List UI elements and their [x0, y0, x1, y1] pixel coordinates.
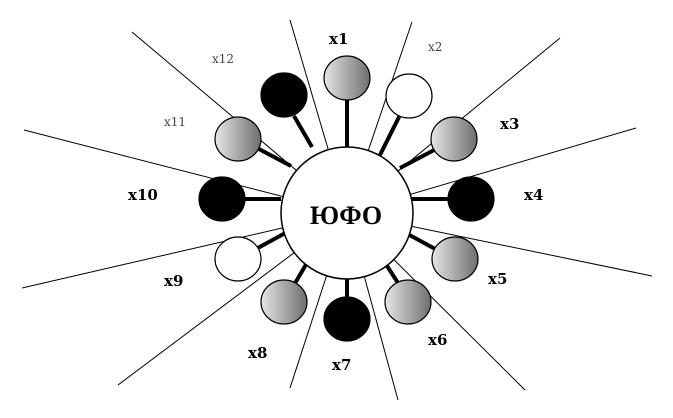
- spoke-x2: [378, 114, 402, 156]
- label-x8: x8: [248, 344, 267, 362]
- label-x1: x1: [329, 30, 348, 48]
- nodes: [198, 55, 495, 342]
- spokes: [245, 100, 450, 298]
- spoke-x9: [255, 229, 290, 251]
- spoke-x3: [399, 146, 439, 170]
- node-labels: x1 x2 x3 x4 x5 x6 x7 x8 x9 x10 x11 x12: [128, 30, 543, 374]
- node-x8: [260, 279, 308, 325]
- node-x9: [214, 236, 262, 282]
- label-x10: x10: [128, 186, 158, 204]
- node-x11: [214, 116, 262, 162]
- label-x11: x11: [164, 115, 186, 129]
- node-x12: [260, 72, 308, 118]
- node-x5: [431, 236, 479, 282]
- node-x2: [385, 73, 433, 119]
- label-x2: x2: [428, 40, 442, 54]
- spoke-x11: [256, 146, 292, 168]
- node-x10: [198, 176, 246, 222]
- label-x6: x6: [428, 331, 447, 349]
- label-x7: x7: [332, 356, 351, 374]
- node-x6: [384, 279, 432, 325]
- hub: ЮФО: [280, 146, 414, 280]
- label-x3: x3: [500, 115, 519, 133]
- hub-circle: [280, 146, 414, 280]
- label-x12: x12: [212, 52, 234, 66]
- node-x7: [323, 296, 371, 342]
- label-x5: x5: [488, 270, 507, 288]
- node-x1: [323, 55, 371, 101]
- spoke-x12: [292, 114, 314, 149]
- node-x3: [430, 116, 478, 162]
- label-x4: x4: [524, 186, 543, 204]
- node-x4: [447, 176, 495, 222]
- label-x9: x9: [164, 272, 183, 290]
- hub-label: ЮФО: [310, 201, 382, 230]
